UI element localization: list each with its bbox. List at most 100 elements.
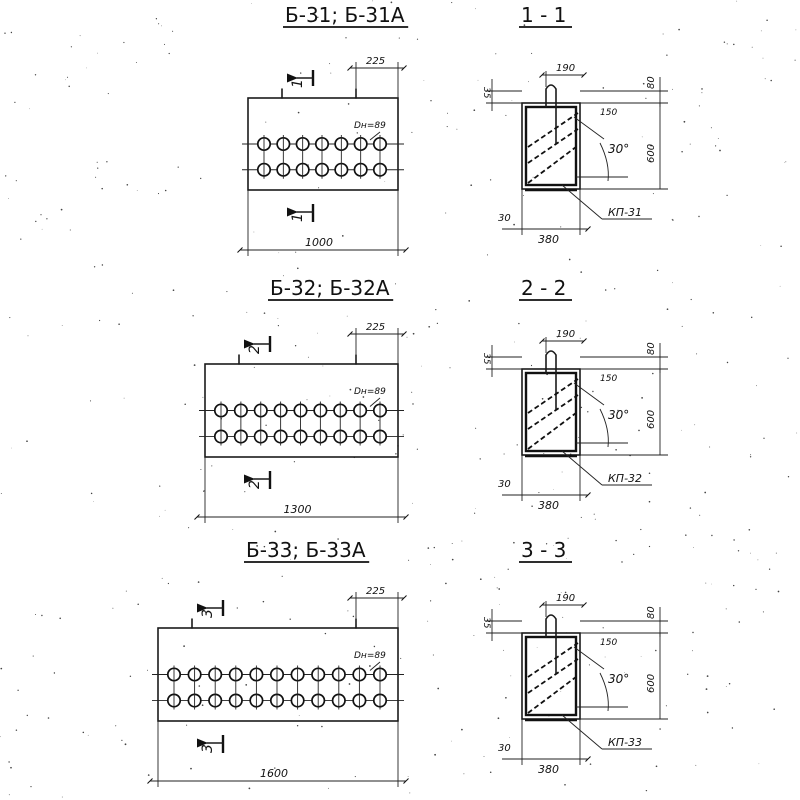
noise-speck: [412, 403, 414, 405]
noise-speck: [263, 545, 266, 548]
noise-speck: [750, 454, 752, 456]
height-label: 600: [646, 410, 657, 429]
noise-speck: [40, 214, 42, 216]
noise-speck: [402, 434, 404, 436]
noise-speck: [47, 717, 50, 719]
noise-speck: [665, 705, 667, 707]
noise-speck: [93, 266, 96, 268]
noise-speck: [672, 88, 673, 90]
cut-label-top: 1: [290, 79, 306, 88]
noise-speck: [27, 335, 29, 337]
noise-speck: [691, 650, 693, 652]
noise-speck: [695, 764, 697, 766]
noise-speck: [531, 505, 533, 508]
noise-speck: [5, 175, 7, 177]
noise-speck: [690, 298, 692, 301]
noise-speck: [564, 783, 566, 786]
noise-speck: [496, 587, 498, 589]
noise-speck: [510, 675, 512, 677]
noise-speck: [159, 515, 160, 517]
noise-speck: [498, 588, 501, 590]
noise-speck: [421, 365, 422, 367]
noise-speck: [445, 582, 447, 585]
noise-speck: [604, 289, 607, 291]
noise-speck: [412, 502, 413, 504]
noise-speck: [35, 614, 36, 615]
noise-speck: [614, 288, 616, 290]
noise-speck: [445, 212, 447, 214]
noise-speck: [20, 238, 22, 240]
noise-speck: [59, 617, 61, 620]
noise-speck: [297, 267, 299, 270]
noise-speck: [750, 316, 753, 319]
noise-speck: [531, 52, 533, 54]
noise-speck: [648, 472, 651, 475]
noise-speck: [416, 448, 418, 450]
noise-speck: [451, 558, 454, 561]
noise-speck: [395, 453, 397, 455]
noise-speck: [545, 543, 548, 545]
noise-speck: [648, 545, 651, 548]
cut-label-top: 3: [200, 609, 216, 618]
part-label: КП-32: [608, 472, 642, 485]
noise-speck: [164, 189, 167, 192]
top-label: 80: [646, 342, 657, 355]
noise-speck: [437, 687, 440, 690]
noise-speck: [509, 737, 510, 739]
noise-speck: [518, 322, 520, 325]
noise-speck: [66, 76, 69, 78]
noise-speck: [489, 771, 492, 773]
noise-speck: [749, 456, 752, 458]
noise-speck: [775, 552, 777, 554]
noise-speck: [226, 291, 228, 293]
noise-speck: [633, 553, 635, 556]
noise-speck: [592, 390, 594, 393]
noise-speck: [723, 41, 726, 43]
noise-speck: [123, 41, 125, 44]
noise-speck: [513, 341, 515, 343]
noise-speck: [503, 649, 505, 651]
noise-speck: [184, 403, 186, 405]
noise-speck: [497, 717, 500, 720]
elevation-title: Б-31; Б-31А: [285, 3, 405, 27]
lifting-loop: [545, 84, 557, 144]
noise-speck: [265, 121, 267, 123]
noise-speck: [161, 577, 163, 579]
noise-speck: [433, 546, 435, 549]
part-leader: [561, 450, 603, 486]
noise-speck: [513, 541, 515, 544]
noise-speck: [412, 332, 415, 335]
noise-speck: [107, 93, 109, 95]
noise-speck: [295, 251, 297, 253]
width-label: 190: [556, 593, 575, 604]
noise-speck: [101, 264, 104, 266]
noise-speck: [587, 411, 589, 413]
length-label: 1600: [260, 767, 288, 780]
noise-speck: [317, 332, 318, 334]
noise-speck: [568, 258, 571, 261]
noise-speck: [423, 80, 425, 82]
noise-speck: [604, 656, 606, 658]
noise-speck: [126, 184, 129, 186]
width-label: 190: [556, 63, 575, 74]
noise-speck: [715, 145, 717, 147]
noise-speck: [567, 537, 569, 539]
offset-label: 225: [366, 586, 385, 597]
noise-speck: [159, 485, 161, 487]
noise-speck: [543, 453, 545, 455]
noise-speck: [236, 607, 238, 609]
part-label: КП-31: [608, 206, 642, 219]
noise-speck: [687, 673, 689, 675]
noise-speck: [429, 600, 432, 602]
noise-speck: [681, 429, 682, 431]
noise-speck: [553, 489, 554, 490]
noise-speck: [41, 228, 43, 230]
noise-speck: [345, 37, 347, 39]
noise-speck: [536, 647, 538, 648]
noise-speck: [449, 367, 451, 369]
noise-speck: [589, 763, 592, 765]
noise-speck: [763, 437, 765, 439]
